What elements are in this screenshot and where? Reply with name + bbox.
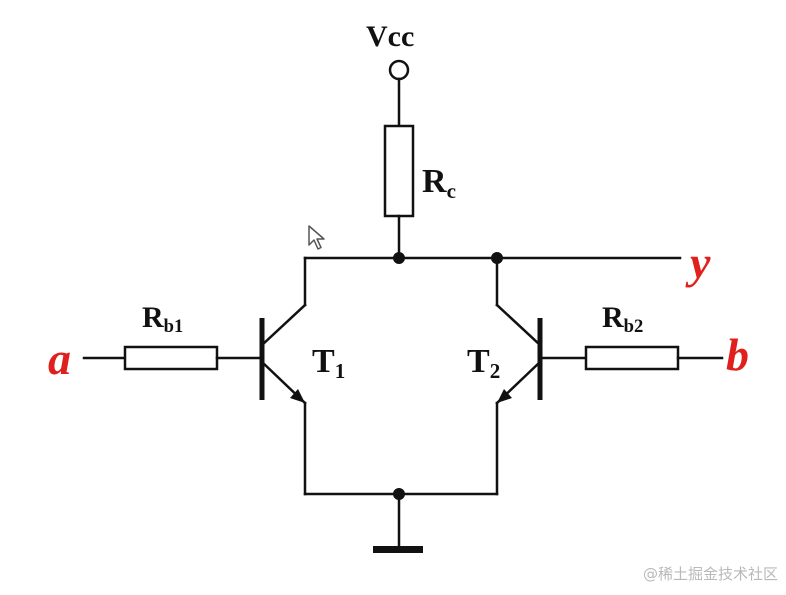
label-t2-main: T <box>467 343 490 380</box>
label-vcc-text: Vcc <box>366 20 415 53</box>
junction-dot-t2 <box>491 252 503 264</box>
label-rb1: Rb1 <box>142 303 183 337</box>
label-rb1-sub: b1 <box>163 316 184 338</box>
label-t1: T1 <box>312 345 345 382</box>
t2-emitter-arrow <box>497 389 512 403</box>
label-rc-main: R <box>422 163 447 200</box>
label-t1-main: T <box>312 343 335 380</box>
t1-collector-lead <box>260 303 307 347</box>
resistor-rb2 <box>584 345 680 371</box>
vcc-terminal-circle <box>388 59 410 81</box>
label-rc-sub: c <box>446 178 456 203</box>
label-vcc: Vcc <box>366 22 414 52</box>
label-rb2-main: R <box>602 301 624 334</box>
label-rb1-main: R <box>142 301 164 334</box>
terminal-y: y <box>690 237 711 288</box>
junction-dot-ground <box>393 488 405 500</box>
label-rb2-sub: b2 <box>623 316 644 338</box>
resistor-rb1 <box>123 345 219 371</box>
terminal-a: a <box>48 333 71 384</box>
junction-dot-rc <box>393 252 405 264</box>
watermark: @稀土掘金技术社区 <box>642 565 778 583</box>
ground-symbol <box>373 546 423 553</box>
t1-emitter-arrow <box>290 389 305 403</box>
resistor-rc <box>383 124 415 218</box>
mouse-pointer-icon <box>307 224 327 257</box>
label-rc: Rc <box>422 165 456 202</box>
terminal-b: b <box>726 329 749 380</box>
label-t2-sub: 2 <box>489 358 501 383</box>
label-t2: T2 <box>467 345 500 382</box>
t2-collector-lead <box>495 303 542 347</box>
label-rb2: Rb2 <box>602 303 643 337</box>
label-t1-sub: 1 <box>334 358 346 383</box>
